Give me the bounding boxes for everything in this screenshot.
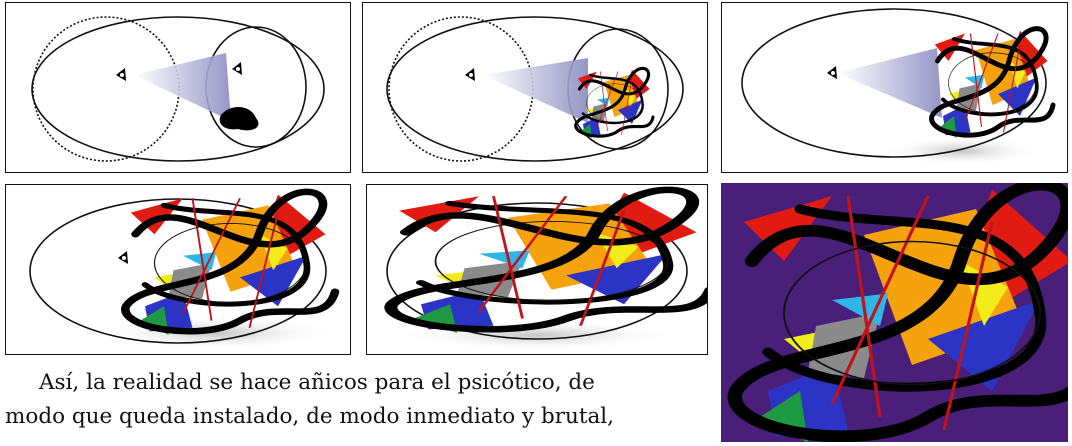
figure-panel-3 — [721, 2, 1068, 173]
caption-line-1: Así, la realidad se hace añicos para el … — [39, 370, 595, 395]
eye-icon — [465, 68, 475, 81]
figure-panel-5 — [366, 184, 708, 355]
caption-line-2: modo que queda instalado, de modo inmedi… — [5, 404, 615, 429]
figure-panel-2 — [362, 2, 708, 173]
eye-icon — [232, 62, 242, 75]
eye-icon — [118, 251, 128, 264]
eye-icon — [116, 68, 126, 81]
eye-icon — [827, 66, 837, 79]
body-paragraph: Así, la realidad se hace añicos para el … — [5, 366, 710, 434]
figure-panel-4 — [5, 184, 351, 355]
figure-panel-6 — [721, 183, 1068, 442]
figure-panel-1 — [5, 2, 351, 173]
